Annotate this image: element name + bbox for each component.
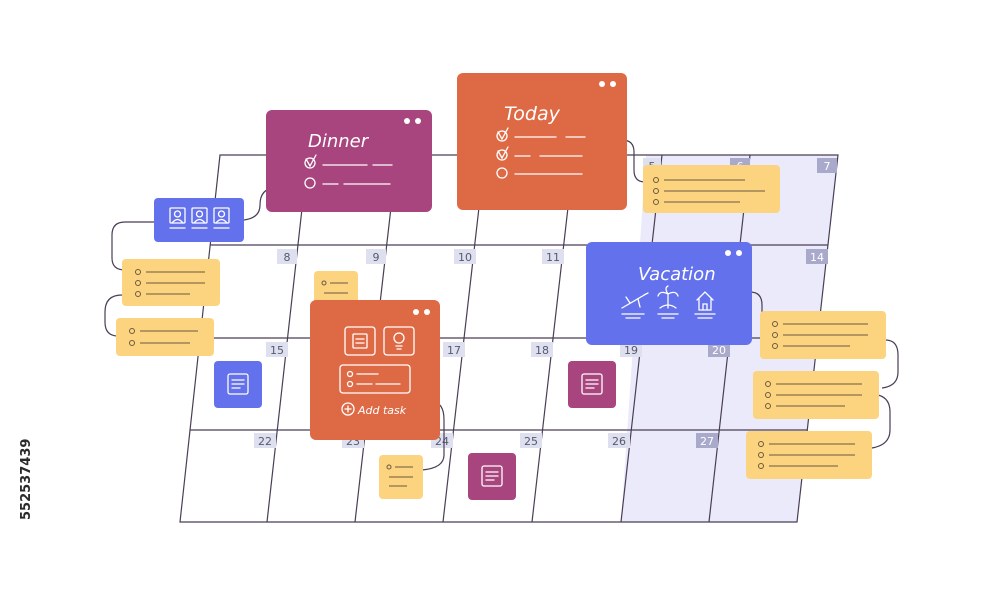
note-tile[interactable] xyxy=(568,361,616,408)
day-badge xyxy=(806,249,828,264)
calendar-outline xyxy=(179,154,839,523)
day-divider xyxy=(266,154,309,523)
vacation-card[interactable]: Vacation xyxy=(586,242,752,345)
today-card[interactable]: Today xyxy=(457,73,627,210)
plus-circle-icon[interactable] xyxy=(341,402,355,416)
radio-circle-icon xyxy=(304,177,316,189)
lightbulb-icon xyxy=(383,326,415,356)
sticky-note[interactable] xyxy=(379,455,423,499)
note-icon xyxy=(344,326,376,356)
window-dot xyxy=(610,81,616,87)
team-card[interactable] xyxy=(154,198,244,242)
checkbox-checked-icon xyxy=(304,154,317,169)
sticky-note[interactable] xyxy=(122,259,220,306)
day-badge xyxy=(454,249,476,264)
window-dot xyxy=(424,309,430,315)
task-card[interactable]: Add task xyxy=(310,300,440,440)
add-task-label[interactable]: Add task xyxy=(357,404,407,417)
note-tile[interactable] xyxy=(214,361,262,408)
connector xyxy=(111,221,155,271)
day-number: 25 xyxy=(524,435,538,448)
day-number: 14 xyxy=(810,251,824,264)
day-number: 11 xyxy=(546,251,560,264)
user-icon xyxy=(213,207,230,229)
sticky-note[interactable] xyxy=(746,431,872,479)
sticky-note[interactable] xyxy=(760,311,886,359)
checklist-icon xyxy=(339,364,411,394)
day-number: 19 xyxy=(624,344,638,357)
note-tile[interactable] xyxy=(468,453,516,500)
day-number: 10 xyxy=(458,251,472,264)
day-number: 24 xyxy=(435,435,449,448)
day-number: 26 xyxy=(612,435,626,448)
day-number: 17 xyxy=(447,344,461,357)
day-divider xyxy=(531,154,575,523)
day-badge xyxy=(266,342,288,357)
house-icon xyxy=(694,291,716,319)
sticky-note[interactable] xyxy=(643,165,780,213)
window-dot xyxy=(415,118,421,124)
palm-island-icon xyxy=(657,285,679,319)
connector xyxy=(871,394,891,449)
day-badge xyxy=(608,433,630,448)
day-badge xyxy=(696,433,718,448)
day-number: 8 xyxy=(284,251,291,264)
day-badge xyxy=(366,249,386,264)
day-number: 27 xyxy=(700,435,714,448)
note-icon xyxy=(481,465,503,487)
day-badge xyxy=(542,249,564,264)
window-dot xyxy=(599,81,605,87)
sticky-note[interactable] xyxy=(116,318,214,356)
day-badge xyxy=(817,158,837,173)
day-badge xyxy=(531,342,553,357)
day-badge xyxy=(254,433,276,448)
day-number: 9 xyxy=(373,251,380,264)
day-number: 20 xyxy=(712,344,726,357)
window-dot xyxy=(404,118,410,124)
today-title: Today xyxy=(504,103,561,125)
connector xyxy=(881,339,899,389)
day-badge xyxy=(708,342,730,357)
airplane-icon xyxy=(621,292,649,319)
note-icon xyxy=(227,373,249,395)
dinner-title: Dinner xyxy=(308,131,370,152)
user-icon xyxy=(169,207,186,229)
connector xyxy=(104,294,123,337)
window-dot xyxy=(736,250,742,256)
radio-circle-icon xyxy=(496,167,508,179)
day-badge xyxy=(620,342,642,357)
sticky-note[interactable] xyxy=(753,371,879,419)
day-badge xyxy=(520,433,542,448)
window-dot xyxy=(725,250,731,256)
day-divider xyxy=(442,154,486,523)
dinner-card[interactable]: Dinner xyxy=(266,110,432,212)
day-number: 15 xyxy=(270,344,284,357)
checkbox-checked-icon xyxy=(496,127,509,142)
stock-id-text: 552537439 xyxy=(19,439,34,520)
day-badge xyxy=(443,342,465,357)
day-number: 18 xyxy=(535,344,549,357)
day-badge xyxy=(277,249,297,264)
user-icon xyxy=(191,207,208,229)
day-number: 7 xyxy=(824,160,831,173)
checkbox-checked-icon xyxy=(496,146,509,161)
window-dot xyxy=(413,309,419,315)
day-number: 22 xyxy=(258,435,272,448)
note-icon xyxy=(581,373,603,395)
vacation-title: Vacation xyxy=(638,264,716,285)
